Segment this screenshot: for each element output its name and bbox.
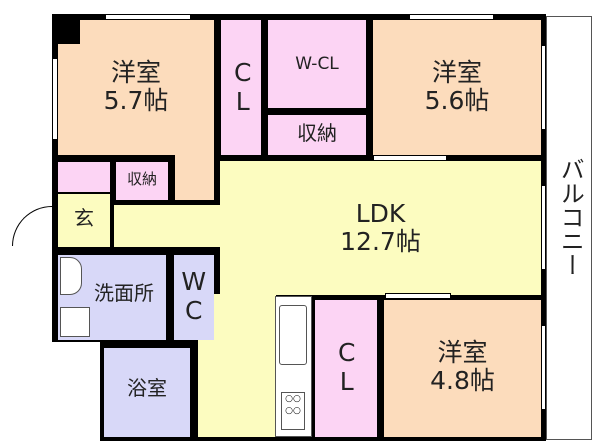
hallway [114, 205, 220, 247]
entrance-door[interactable] [12, 206, 54, 246]
shoe-storage [58, 162, 110, 192]
sliding-door[interactable] [385, 293, 451, 299]
room-name: 洋室 [437, 338, 488, 367]
window [52, 58, 58, 140]
room-western-1: 洋室 5.7帖 [58, 20, 214, 155]
washbasin-icon [60, 257, 82, 295]
washing-machine-icon [60, 307, 90, 337]
room-name: W-CL [295, 54, 339, 74]
room-walk-in-closet: W-CL [268, 20, 366, 108]
room-size: 5.7帖 [103, 86, 169, 115]
room-washroom: 洗面所 [58, 255, 166, 340]
stove-icon: ○○○○ [281, 392, 305, 430]
room-storage-small: 収納 [116, 162, 168, 200]
room-entrance: 玄 [58, 194, 110, 247]
room-closet-2: CL [315, 300, 377, 437]
room-name: 収納 [126, 170, 157, 188]
room-name: 収納 [297, 121, 337, 145]
sink-icon [279, 305, 307, 365]
room-name: 玄 [74, 206, 94, 230]
room-name: CL [332, 338, 362, 396]
window [105, 14, 191, 20]
room-ldk: LDK 12.7帖 [220, 161, 541, 295]
window [541, 45, 546, 130]
room-size: 4.8帖 [430, 366, 495, 395]
room-name: LDK [355, 199, 406, 228]
window [409, 14, 494, 20]
window [541, 185, 546, 270]
room-toilet: WC [174, 255, 214, 340]
exterior-notch [52, 342, 100, 447]
room-size: 12.7帖 [340, 227, 421, 256]
room-size: 5.6帖 [424, 86, 490, 115]
room-name: WC [179, 267, 209, 325]
balcony: バルコニー [546, 16, 592, 440]
pillar [58, 20, 80, 44]
room-western-3: 洋室 4.8帖 [384, 300, 541, 437]
room-storage-top: 収納 [268, 115, 366, 155]
kitchen-counter: ○○○○ [275, 296, 312, 437]
room-closet-1: CL [221, 20, 261, 155]
sliding-door[interactable] [373, 155, 447, 161]
room-western-1-notch [175, 154, 214, 200]
balcony-label: バルコニー [556, 157, 585, 277]
room-bath: 浴室 [104, 348, 190, 437]
room-name: 洋室 [110, 58, 161, 87]
room-western-2: 洋室 5.6帖 [373, 20, 541, 155]
room-name: CL [228, 58, 258, 116]
window [541, 325, 546, 410]
room-name: 洗面所 [94, 281, 154, 305]
room-name: 浴室 [127, 376, 167, 400]
room-name: 洋室 [431, 58, 482, 87]
